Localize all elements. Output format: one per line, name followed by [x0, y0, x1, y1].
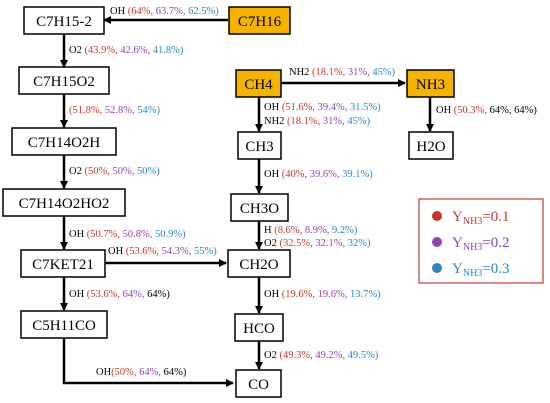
node-ch3o-label: CH3O — [240, 201, 279, 217]
nodes: C7H16 C7H15-2 C7H15O2 C7H14O2H C7H14O2HO… — [2, 6, 455, 398]
legend-dot-3 — [432, 263, 442, 273]
legend-item-3: YNH3=0.3 — [432, 261, 510, 279]
node-ch2o: CH2O — [227, 249, 291, 278]
node-c7ket21: C7KET21 — [20, 249, 106, 278]
edge-label-ch2o-hco: OH (19.6%, 19.6%, 13.7%) — [264, 289, 381, 300]
legend-dot-2 — [432, 237, 442, 247]
arrow-c5h11co-co — [62, 338, 234, 387]
node-c7h15o2-label: C7H15O2 — [33, 74, 95, 90]
edge-label-c5h11co-co: OH(50%, 64%, 64%) — [96, 367, 187, 378]
edge-label-ch4-nh3: NH2 (18.1%, 31%, 45%) — [289, 67, 396, 78]
edge-label-c7ket21-ch2o: OH (53.6%, 54.3%, 55%) — [108, 246, 217, 257]
node-h2o: H2O — [408, 131, 454, 160]
node-ch4: CH4 — [235, 69, 282, 98]
edge-label-ch4-ch3-nh2: NH2 (18.1%, 31%, 45%) — [264, 116, 371, 127]
legend-label-2: YNH3=0.2 — [452, 235, 510, 253]
edge-label-ch4-ch3-oh: OH (51.6%, 39.4%, 31.5%) — [264, 102, 381, 113]
node-c7ket21-label: C7KET21 — [32, 257, 94, 273]
edge-label-c7h14o2h-c7h14o2ho2: O2 (50%, 50%, 50%) — [69, 166, 160, 177]
node-ch3-label: CH3 — [245, 139, 273, 155]
node-nh3: NH3 — [406, 69, 455, 98]
legend-item-2: YNH3=0.2 — [432, 235, 510, 253]
edge-label-c7h14o2ho2-c7ket21: OH (50.7%, 50.8%, 50.9%) — [69, 229, 186, 240]
edges — [60, 16, 434, 387]
edge-label-c7h15o2-c7h14o2h: (51.8%, 52.8%, 54%) — [69, 105, 160, 116]
node-co: CO — [235, 369, 282, 398]
node-c7h14o2ho2: C7H14O2HO2 — [2, 188, 126, 217]
node-h2o-label: H2O — [416, 139, 445, 155]
edge-label-ch3o-ch2o-h: H (8.6%, 8.9%, 9.2%) — [264, 225, 358, 236]
node-c5h11co-label: C5H11CO — [32, 318, 96, 334]
node-c7h15-2-label: C7H15-2 — [36, 14, 92, 30]
node-hco: HCO — [234, 313, 284, 342]
node-ch3: CH3 — [237, 131, 282, 160]
node-c7h16-label: C7H16 — [238, 14, 282, 30]
node-ch4-label: CH4 — [244, 77, 273, 93]
node-hco-label: HCO — [243, 321, 275, 337]
legend-label-1: YNH3=0.1 — [452, 209, 510, 227]
edge-label-c7ket21-c5h11co: OH (53.6%, 64%, 64%) — [69, 289, 170, 300]
legend-label-3: YNH3=0.3 — [452, 261, 510, 279]
edge-label-hco-co: O2 (49.3%, 49.2%, 49.5%) — [264, 350, 379, 361]
node-nh3-label: NH3 — [416, 77, 445, 93]
edge-label-ch3-ch3o: OH (40%, 39.6%, 39.1%) — [264, 169, 373, 180]
node-ch3o: CH3O — [230, 193, 289, 222]
node-c7h16: C7H16 — [228, 6, 291, 35]
legend-item-1: YNH3=0.1 — [432, 209, 510, 227]
node-co-label: CO — [248, 377, 269, 393]
edge-labels: OH (64%, 63.7%, 62.5%) O2 (43.9%, 42.6%,… — [69, 6, 537, 378]
node-c7h15o2: C7H15O2 — [18, 66, 110, 95]
node-ch2o-label: CH2O — [239, 257, 278, 273]
node-c7h15-2: C7H15-2 — [23, 6, 105, 35]
edge-label-c7h15-c7h15o2: O2 (43.9%, 42.6%, 41.8%) — [69, 45, 184, 56]
node-c7h14o2h-label: C7H14O2H — [28, 135, 101, 151]
edge-label-nh3-h2o: OH (50.3%, 64%, 64%) — [436, 105, 537, 116]
node-c7h14o2ho2-label: C7H14O2HO2 — [19, 196, 110, 212]
edge-label-ch3o-ch2o-o2: O2 (32.5%, 32.1%, 32%) — [264, 238, 371, 249]
node-c5h11co: C5H11CO — [20, 310, 108, 339]
legend: YNH3=0.1 YNH3=0.2 YNH3=0.3 — [418, 198, 544, 284]
legend-dot-1 — [432, 211, 442, 221]
node-c7h14o2h: C7H14O2H — [11, 127, 117, 156]
edge-label-c7h16-c7h15: OH (64%, 63.7%, 62.5%) — [110, 6, 219, 17]
